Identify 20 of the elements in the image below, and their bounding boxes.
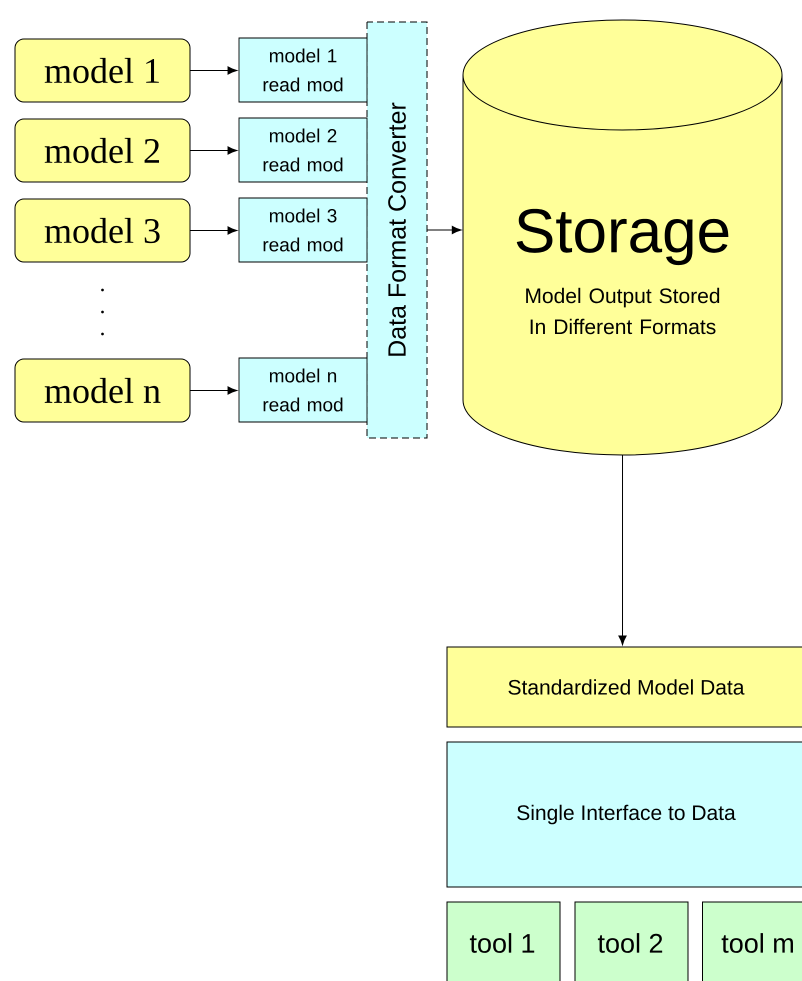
tool-box: tool 2 [574,902,688,981]
read-module-box: model 1 read mod [238,38,368,102]
read-module-box: model n read mod [238,358,368,422]
arrow [190,66,238,75]
read-module-box: model 2 read mod [238,118,368,182]
arrow [190,146,238,155]
arrow [190,226,238,235]
arrow [618,454,627,646]
model-box: model 1 [14,38,190,102]
model-box: model 2 [14,118,190,182]
tool-box: tool 1 [446,902,560,981]
tool-box: tool m [702,902,802,981]
data-layer-box: Standardized Model Data [446,646,802,728]
model-box: model n [14,358,190,422]
read-module-box: model 3 read mod [238,198,368,262]
storage-cylinder: Storage Model Output Stored In Different Formats [462,20,783,456]
arrow [190,386,238,395]
model-box: model 3 [14,198,190,262]
interface-box: Single Interface to Data [446,742,802,888]
arrow [427,226,462,234]
